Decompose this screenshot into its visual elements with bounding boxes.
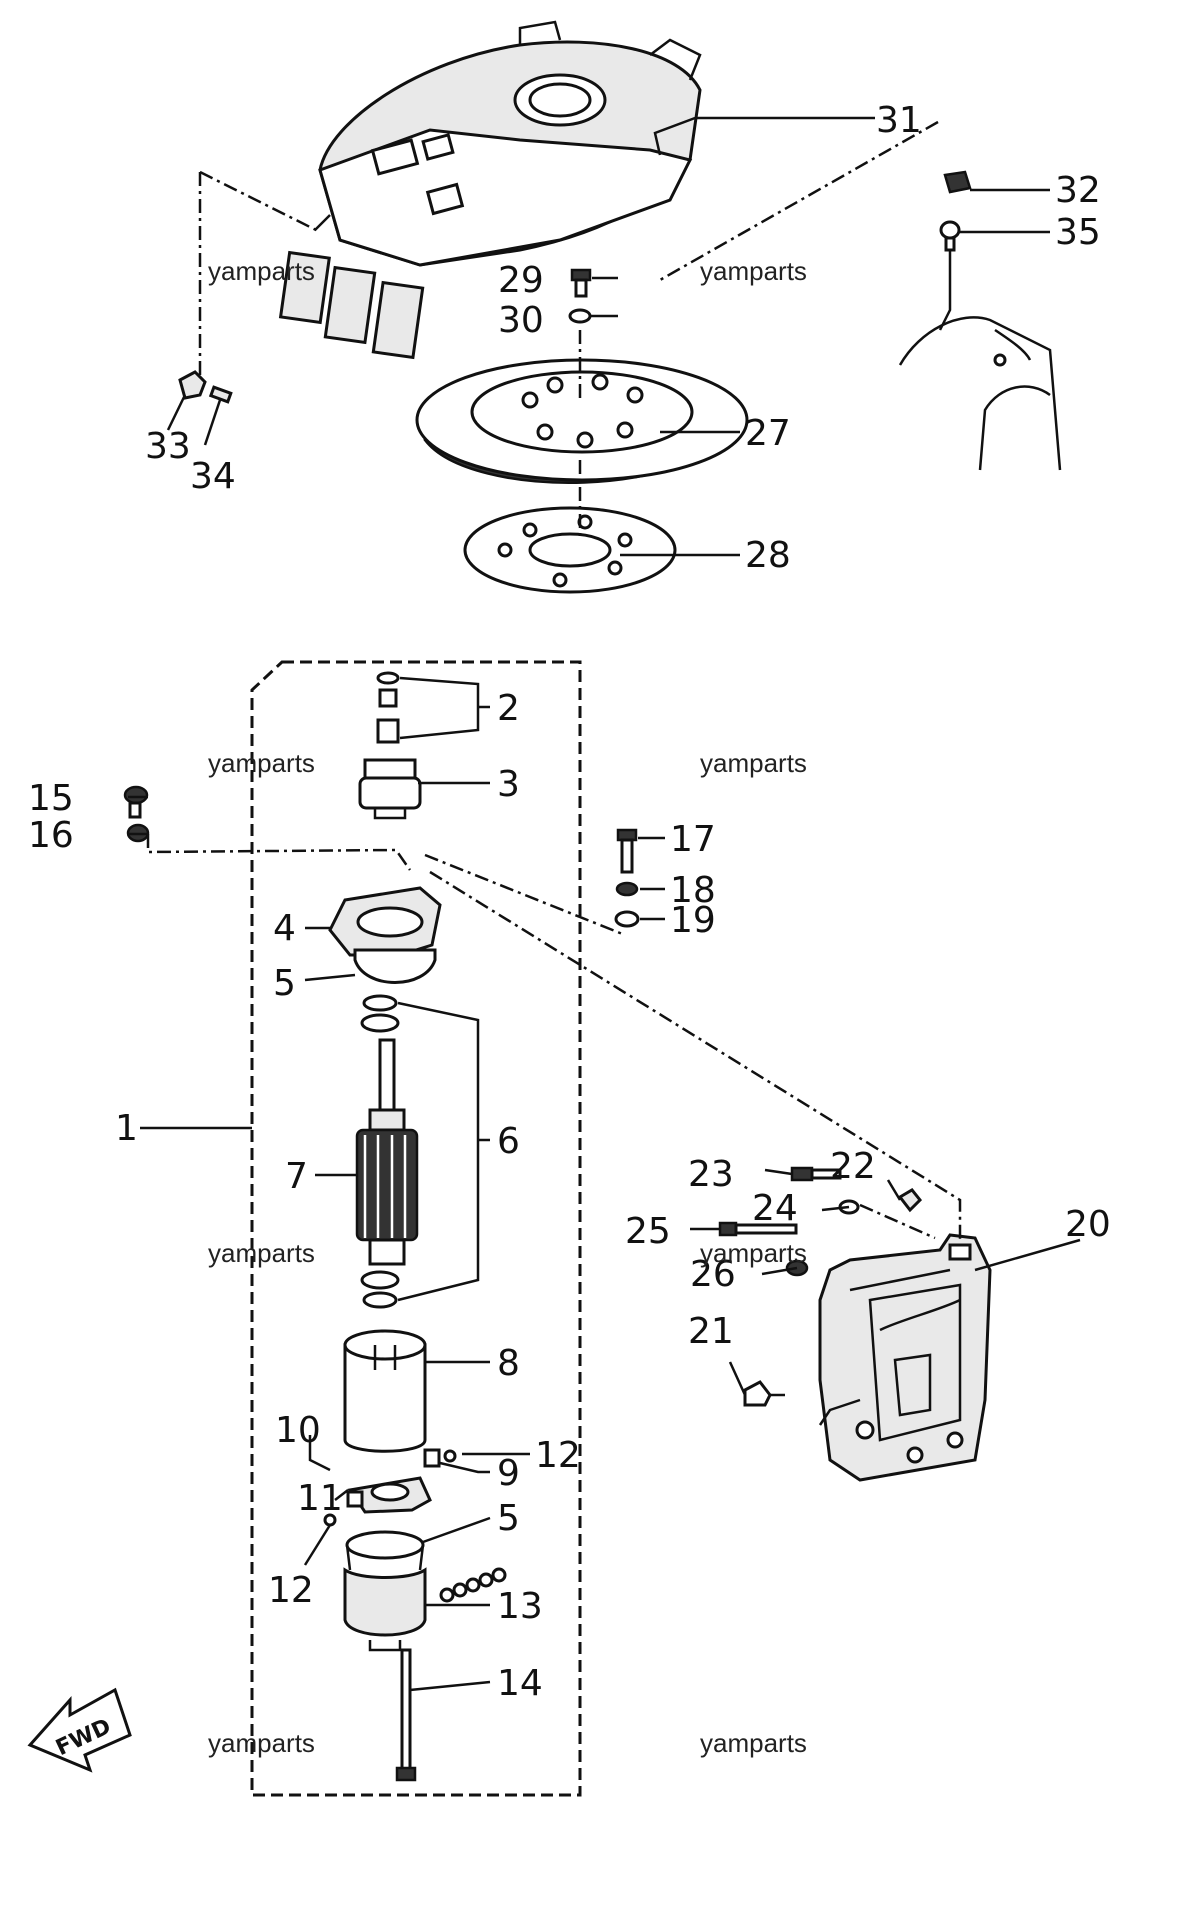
label-5-lower: 5 [497, 1498, 520, 1539]
fwd-arrow: FWD [27, 1687, 132, 1773]
label-15: 15 [28, 778, 74, 819]
label-11: 11 [297, 1478, 343, 1519]
label-12-right: 12 [535, 1435, 581, 1476]
label-13: 13 [497, 1586, 543, 1627]
starter-parts [323, 671, 507, 1782]
label-34: 34 [190, 456, 236, 497]
label-21: 21 [688, 1311, 734, 1352]
label-18: 18 [670, 870, 716, 911]
label-5-upper: 5 [273, 963, 296, 1004]
label-7: 7 [285, 1156, 308, 1197]
label-9: 9 [497, 1453, 520, 1494]
watermark: yamparts [208, 1728, 315, 1758]
flywheel-bolt [568, 268, 592, 324]
label-28: 28 [745, 535, 791, 576]
cover-plates [278, 250, 425, 360]
cover-fasteners-right [898, 170, 1062, 471]
label-10: 10 [275, 1410, 321, 1451]
bracket-fasteners [718, 1166, 923, 1407]
label-25: 25 [625, 1211, 671, 1252]
label-35: 35 [1055, 212, 1101, 253]
starter-assembly-frame [250, 660, 582, 1797]
watermark: yamparts [700, 748, 807, 778]
label-23: 23 [688, 1154, 734, 1195]
leader-lines [128, 116, 1081, 1692]
label-6: 6 [497, 1121, 520, 1162]
watermarks: yamparts yamparts yamparts yamparts yamp… [208, 256, 807, 1758]
label-22: 22 [830, 1146, 876, 1187]
watermark: yamparts [700, 1238, 807, 1268]
label-33: 33 [145, 426, 191, 467]
label-19: 19 [670, 900, 716, 941]
starter-bolt-right [614, 828, 640, 928]
label-3: 3 [497, 764, 520, 805]
watermark: yamparts [208, 1238, 315, 1268]
label-12-left: 12 [268, 1570, 314, 1611]
watermark: yamparts [700, 1728, 807, 1758]
label-27: 27 [745, 413, 791, 454]
label-1: 1 [115, 1108, 138, 1149]
watermark: yamparts [700, 256, 807, 286]
label-16: 16 [28, 815, 74, 856]
label-2: 2 [497, 688, 520, 729]
label-14: 14 [497, 1663, 543, 1704]
starter-bracket [818, 1233, 992, 1482]
label-24: 24 [752, 1188, 798, 1229]
label-31: 31 [876, 100, 922, 141]
label-30: 30 [498, 300, 544, 341]
label-8: 8 [497, 1343, 520, 1384]
label-29: 29 [498, 260, 544, 301]
label-20: 20 [1065, 1204, 1111, 1245]
label-17: 17 [670, 819, 716, 860]
label-32: 32 [1055, 170, 1101, 211]
label-26: 26 [690, 1254, 736, 1295]
cover-fasteners-left [178, 370, 233, 404]
watermark: yamparts [208, 748, 315, 778]
flywheel-cover [314, 20, 702, 267]
label-4: 4 [273, 908, 296, 949]
part-number-labels: 31 32 35 29 30 27 28 33 34 2 3 15 16 17 … [28, 100, 1111, 1704]
watermark: yamparts [208, 256, 315, 286]
flywheel-plate [463, 506, 677, 594]
flywheel [415, 358, 749, 484]
